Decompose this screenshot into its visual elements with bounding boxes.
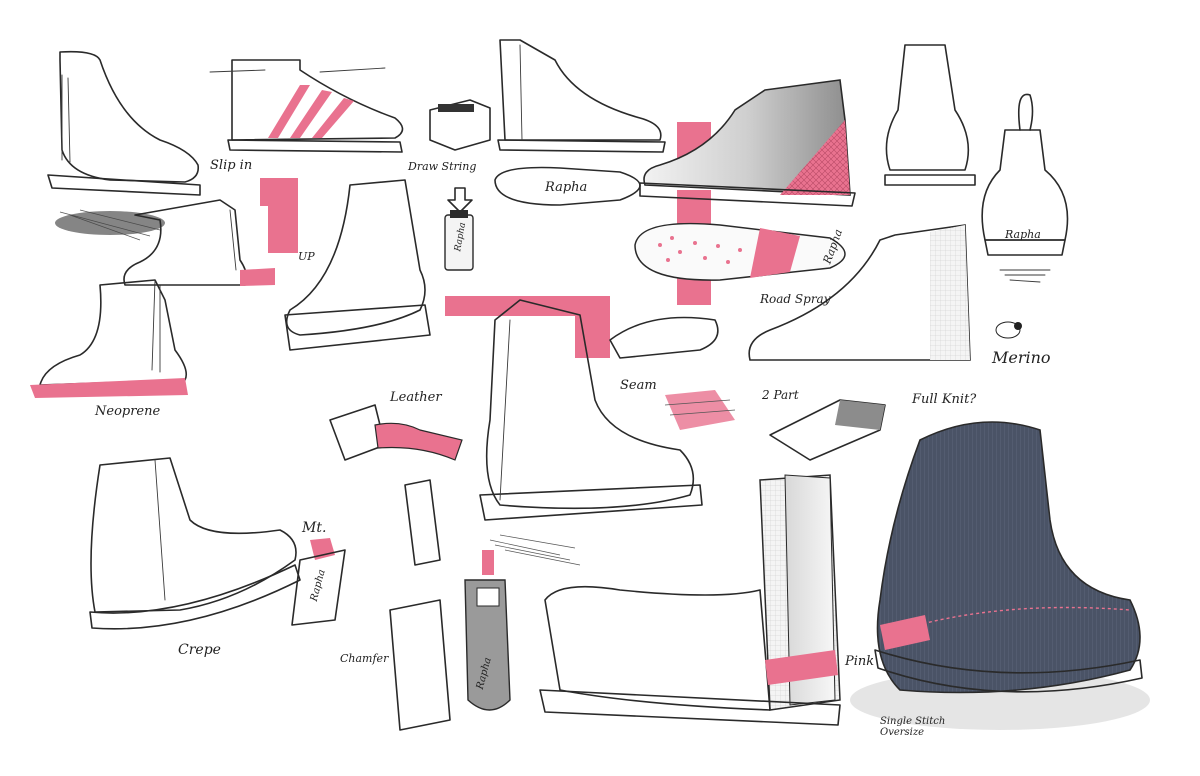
- seam-pink-detail: [664, 390, 736, 430]
- center-boot-sketch-2: [479, 299, 703, 566]
- two-part-detail-sketch: [769, 399, 886, 461]
- annotation-two-part: 2 Part: [762, 388, 799, 402]
- toe-cap-sketch: [429, 99, 491, 151]
- annotation-neoprene: Neoprene: [95, 404, 161, 419]
- brand-mark-rear-heel: Rapha: [1005, 228, 1041, 241]
- annotation-seam: Seam: [620, 378, 657, 393]
- annotation-merino: Merino: [992, 348, 1051, 367]
- chelsea-boot-sketch-1: [47, 50, 201, 241]
- rear-view-boot-sketch-1: [884, 44, 976, 186]
- annotation-leather: Leather: [390, 390, 442, 405]
- full-knit-navy-boot: [850, 421, 1150, 730]
- chelsea-boot-sketch-2: [123, 199, 275, 286]
- grey-rendered-boot: [639, 79, 856, 207]
- arrow-down-icon: [447, 187, 473, 213]
- annotation-road-spray: Road Spray: [760, 292, 831, 306]
- drawstring-toggle-sketch: [444, 210, 474, 271]
- insole-road-spray-sketch: [634, 222, 846, 281]
- pink-band-boot-sketch: [539, 474, 841, 726]
- annotation-single-stitch: Single Stitch Oversize: [880, 716, 946, 738]
- brand-mark-outsole: Rapha: [545, 180, 588, 195]
- annotation-full-knit: Full Knit?: [912, 392, 977, 407]
- annotation-up: UP: [298, 250, 315, 263]
- center-boot-sketch-1: [284, 179, 431, 351]
- rear-view-boot-sketch-2: [981, 93, 1069, 283]
- annotation-pink: Pink: [845, 654, 875, 669]
- annotation-mt: Mt.: [302, 520, 327, 536]
- annotation-crepe: Crepe: [178, 642, 221, 658]
- merino-knit-boot-sketch: [748, 224, 1022, 361]
- seat-profile-sketch: [609, 316, 719, 359]
- crepe-sole-boot-sketch: [89, 457, 301, 630]
- annotation-slip-in: Slip in: [210, 158, 253, 173]
- annotation-draw-string: Draw String: [408, 160, 477, 173]
- leather-pull-tab-sketch: [329, 404, 463, 461]
- neoprene-boot-sketch: [30, 279, 188, 398]
- tab-detail-sketch-2-grey: [464, 550, 511, 711]
- mt-tag-sketch: [291, 538, 346, 626]
- annotation-chamfer: Chamfer: [340, 652, 389, 665]
- slip-on-outline-sketch: [497, 39, 666, 153]
- striped-boot-sketch: [209, 59, 404, 153]
- tab-detail-sketch-1: [389, 479, 451, 731]
